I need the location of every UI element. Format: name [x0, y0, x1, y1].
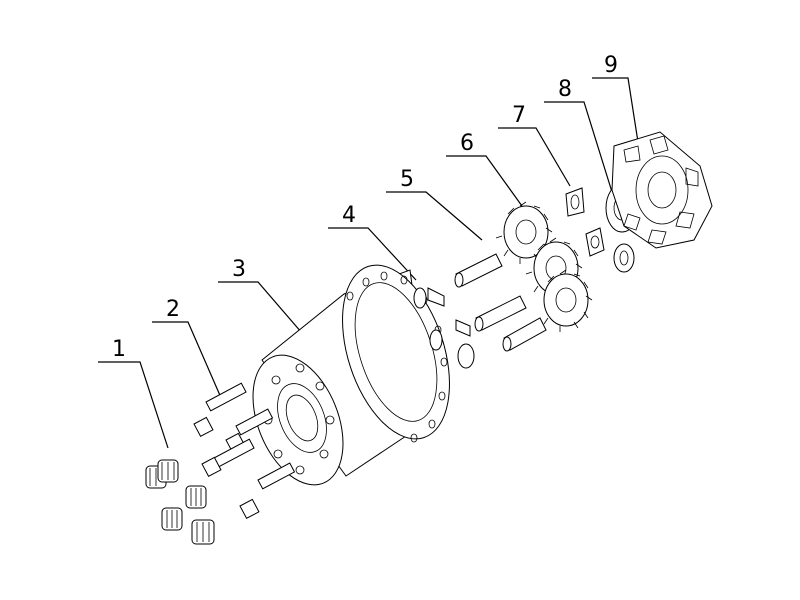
callout-labels: 1 2 3 4 5 6 7 8 9 [112, 53, 618, 362]
shaft-c [502, 317, 547, 352]
planet-gears [495, 201, 593, 332]
gear-a [495, 201, 553, 264]
bearing-d [191, 519, 215, 545]
callout-9: 9 [604, 53, 618, 78]
bolt-a [193, 382, 247, 438]
bearing-a [145, 459, 179, 489]
callout-3: 3 [232, 257, 246, 282]
callout-4: 4 [342, 203, 356, 228]
callout-5: 5 [400, 167, 414, 192]
callout-2: 2 [166, 297, 180, 322]
callout-6: 6 [460, 131, 474, 156]
bolt-c [201, 438, 255, 478]
callout-leaders [98, 77, 639, 449]
callout-8: 8 [558, 77, 572, 102]
planet-carrier [611, 131, 713, 249]
gear-c [543, 269, 593, 332]
bolts [193, 382, 296, 520]
flange-holes [346, 271, 448, 443]
hub-housing [252, 264, 450, 486]
bearing-b [185, 485, 207, 509]
shaft-b [474, 295, 527, 332]
washers [565, 187, 605, 257]
needle-bearings [145, 459, 215, 545]
bolt-d [239, 462, 296, 520]
shaft-a [454, 253, 503, 288]
callout-1: 1 [112, 337, 126, 362]
planet-shafts [454, 253, 547, 352]
callout-7: 7 [512, 103, 526, 128]
thrust-washers [413, 287, 475, 369]
bearing-c [161, 507, 183, 531]
